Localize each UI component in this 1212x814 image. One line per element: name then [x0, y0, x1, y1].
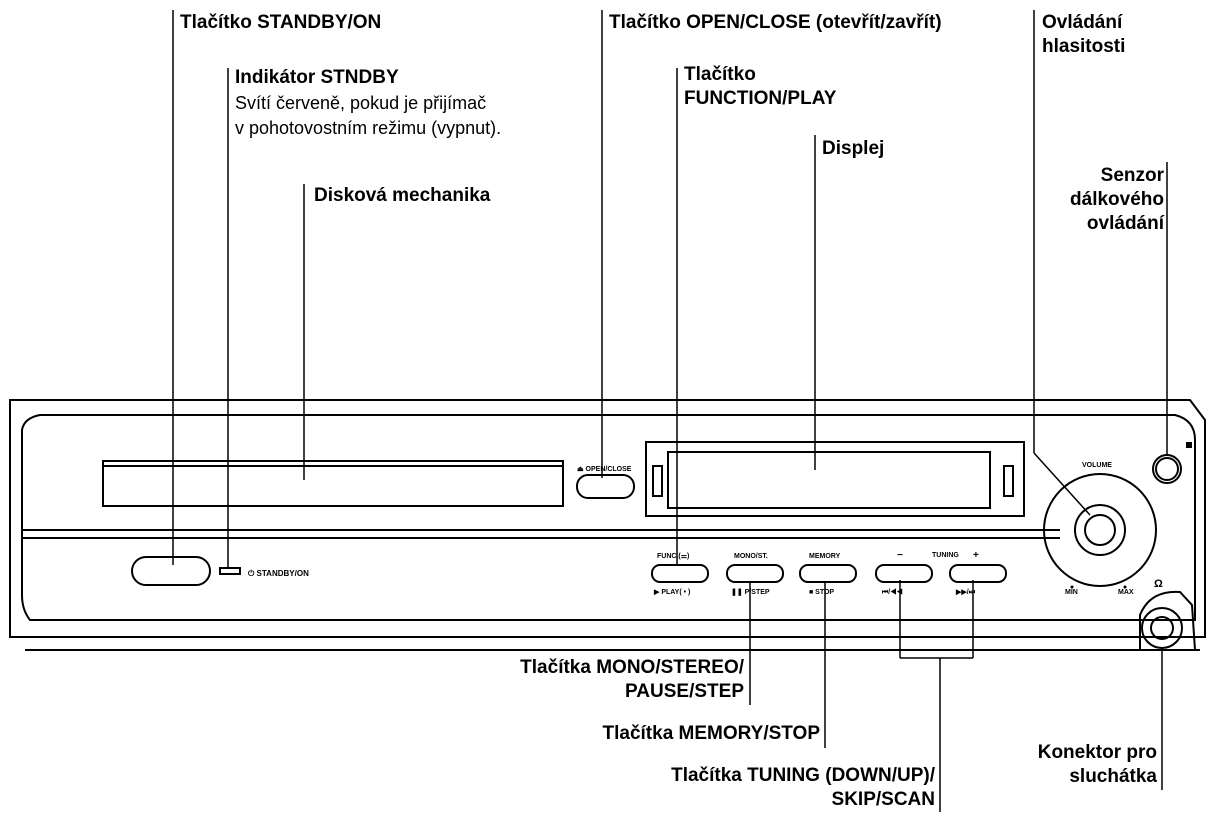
- callout-memory-stop-text: Tlačítka MEMORY/STOP: [602, 723, 821, 744]
- stop-label: ■ STOP: [809, 589, 834, 596]
- standby-indicator-desc-line-1: Svítí červeně, pokud je přijímač: [235, 93, 487, 113]
- max-dot-mark: [1123, 585, 1127, 589]
- callout-disc-tray: Disková mechanika: [314, 184, 490, 208]
- min-dot-mark: [1070, 585, 1074, 589]
- callout-standby-indicator: Indikátor STNDBY: [235, 66, 399, 90]
- callout-display-text: Displej: [822, 138, 885, 159]
- device-front-panel: [21, 414, 1196, 621]
- max-label: MAX: [1118, 589, 1134, 596]
- callout-mono-stereo: Tlačítka MONO/STEREO/ PAUSE/STEP: [520, 656, 744, 704]
- callout-open-close: Tlačítko OPEN/CLOSE (otevřít/zavřít): [609, 11, 942, 35]
- mono-stereo-button[interactable]: [726, 564, 784, 583]
- leader-volume-diagonal: [1033, 452, 1091, 516]
- tuning-label: TUNING: [932, 552, 959, 559]
- display-bracket-right: [1003, 465, 1014, 497]
- remote-sensor-inner: [1155, 457, 1179, 481]
- tuning-down-button[interactable]: [875, 564, 933, 583]
- callout-function-play-line-1: Tlačítko: [684, 64, 756, 85]
- disc-tray[interactable]: [102, 460, 564, 507]
- remote-sensor: [1152, 454, 1182, 484]
- callout-standby-indicator-title: Indikátor STNDBY: [235, 67, 399, 88]
- callout-mono-stereo-line-2: PAUSE/STEP: [625, 681, 744, 702]
- standby-indicator-desc-line-2: v pohotovostním režimu (vypnut).: [235, 118, 502, 138]
- callout-standby-button: Tlačítko STANDBY/ON: [180, 11, 381, 35]
- callout-remote-sensor: Senzor dálkového ovládání: [1070, 164, 1164, 236]
- headphone-jack-inner: [1150, 616, 1174, 640]
- tuning-minus-label: −: [897, 550, 903, 561]
- standby-on-label: ⏻ STANDBY/ON: [248, 569, 309, 578]
- callout-headphone-line-1: Konektor pro: [1037, 742, 1157, 763]
- memory-label: MEMORY: [809, 553, 841, 560]
- display-bracket-left: [652, 465, 663, 497]
- open-close-button[interactable]: [576, 474, 635, 499]
- min-label: MIN: [1065, 589, 1078, 596]
- sensor-mark: [1186, 442, 1192, 448]
- open-close-label: ⏏ OPEN/CLOSE: [577, 466, 632, 473]
- callout-display: Displej: [822, 137, 884, 161]
- standby-button[interactable]: [131, 556, 211, 586]
- tuning-plus-label: +: [973, 550, 979, 561]
- display: [667, 451, 991, 509]
- func-label: FUNC.(⚌): [657, 553, 689, 560]
- callout-memory-stop: Tlačítka MEMORY/STOP: [603, 722, 821, 746]
- volume-knob-center: [1084, 514, 1116, 546]
- callout-volume-line-1: Ovládání: [1042, 12, 1123, 33]
- callout-function-play-line-2: FUNCTION/PLAY: [684, 88, 837, 109]
- volume-label: VOLUME: [1082, 462, 1112, 469]
- play-label: ▶ PLAY( • ): [653, 589, 690, 596]
- volume-knob[interactable]: [1074, 504, 1126, 556]
- callout-tuning-line-1: Tlačítka TUNING (DOWN/UP)/: [671, 765, 935, 786]
- display-window: [645, 441, 1025, 517]
- callout-volume-line-2: hlasitosti: [1042, 36, 1126, 57]
- volume-knob-outer: [1043, 473, 1157, 587]
- standby-indicator: [219, 567, 241, 575]
- callout-volume: Ovládání hlasitosti: [1042, 11, 1125, 59]
- mono-st-label: MONO/ST.: [734, 553, 768, 560]
- memory-stop-button[interactable]: [799, 564, 857, 583]
- headphone-jack-housing: [1139, 590, 1196, 651]
- callout-standby-button-text: Tlačítko STANDBY/ON: [180, 12, 382, 33]
- callout-open-close-text: Tlačítko OPEN/CLOSE (otevřít/zavřít): [609, 12, 942, 33]
- callout-headphone-line-2: sluchátka: [1069, 766, 1157, 787]
- tuning-up-button[interactable]: [949, 564, 1007, 583]
- headphone-jack[interactable]: [1141, 607, 1183, 649]
- headphone-icon: Ω: [1154, 578, 1163, 590]
- callout-mono-stereo-line-1: Tlačítka MONO/STEREO/: [520, 657, 744, 678]
- skip-fwd-label: ▶▶/⏭: [955, 589, 976, 596]
- callout-standby-indicator-desc: Svítí červeně, pokud je přijímač v pohot…: [235, 91, 501, 141]
- callout-remote-sensor-line-3: ovládání: [1086, 213, 1164, 234]
- callout-remote-sensor-line-2: dálkového: [1070, 189, 1164, 210]
- skip-back-label: ⏮/◀◀: [882, 588, 903, 596]
- callout-function-play: Tlačítko FUNCTION/PLAY: [684, 63, 836, 111]
- device-outline: [9, 399, 1206, 638]
- callout-remote-sensor-line-1: Senzor: [1100, 165, 1164, 186]
- func-play-button[interactable]: [651, 564, 709, 583]
- callout-headphone: Konektor pro sluchátka: [1038, 741, 1157, 789]
- callout-tuning-line-2: SKIP/SCAN: [831, 789, 935, 810]
- callout-disc-tray-text: Disková mechanika: [314, 185, 491, 206]
- callout-tuning: Tlačítka TUNING (DOWN/UP)/ SKIP/SCAN: [671, 764, 935, 812]
